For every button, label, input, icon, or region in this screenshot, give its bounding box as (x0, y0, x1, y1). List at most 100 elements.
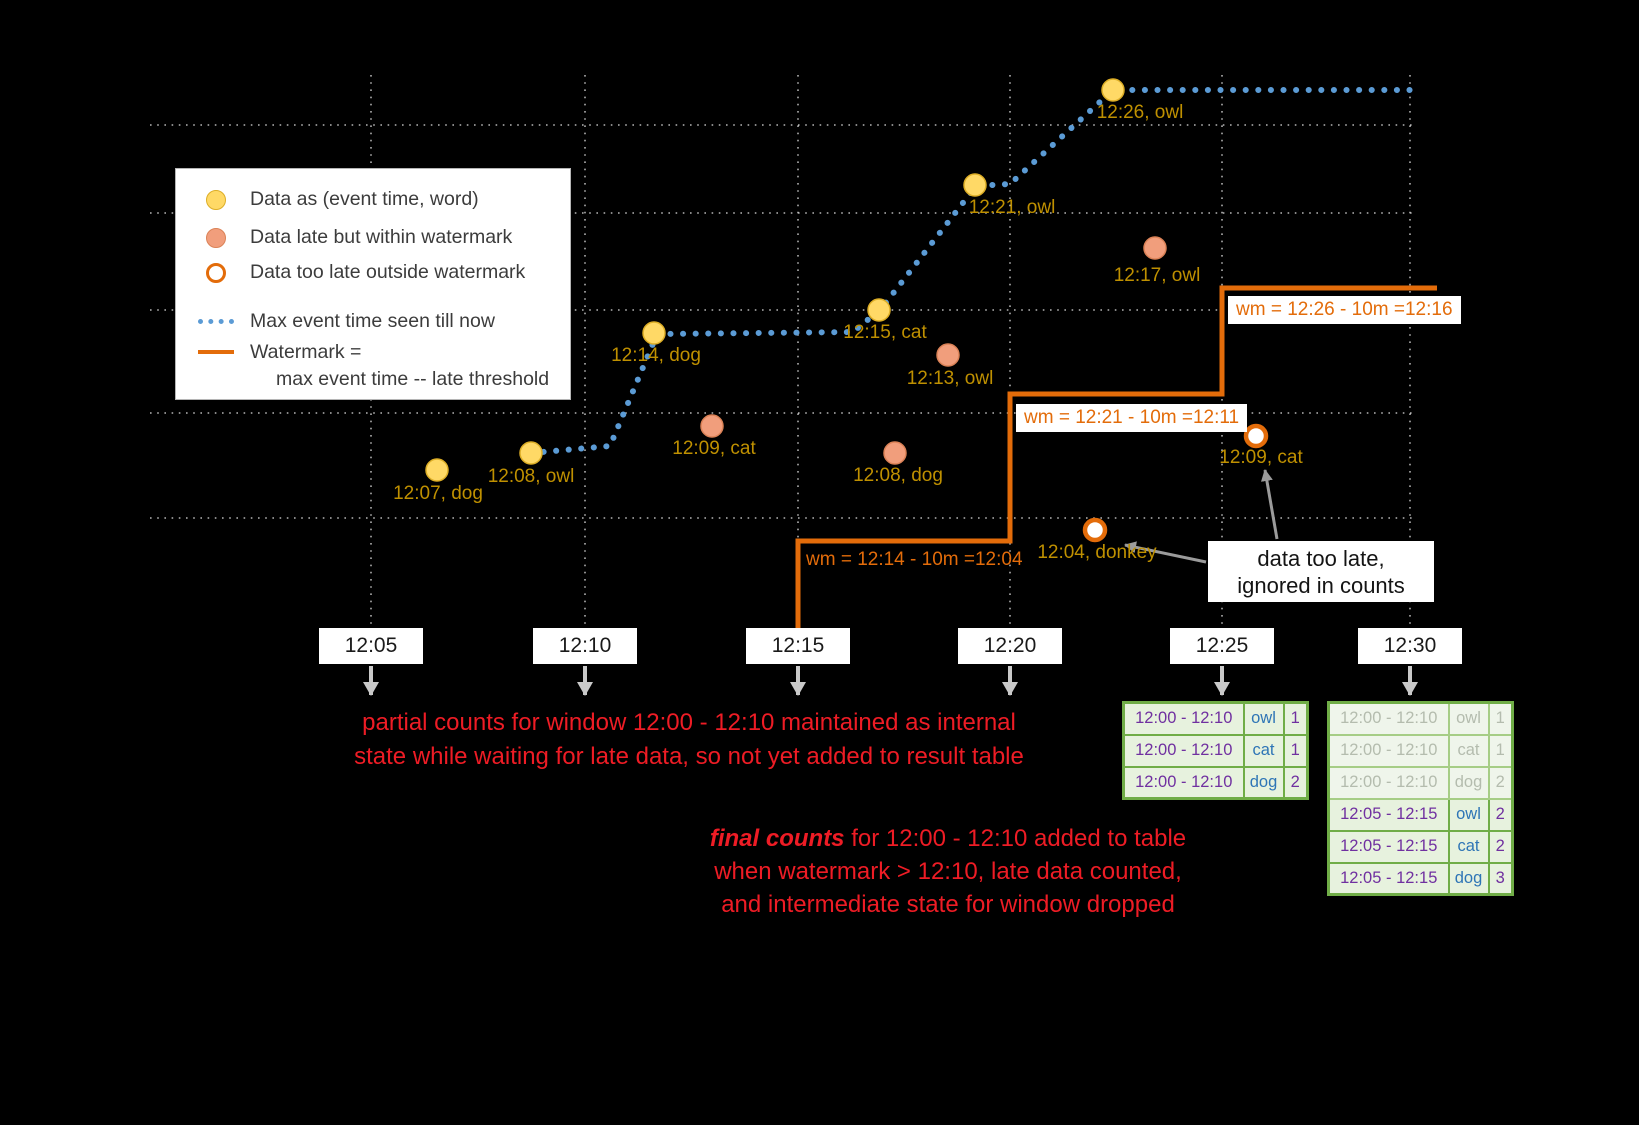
word-cell: cat (1447, 733, 1490, 768)
word-cell: dog (1242, 765, 1285, 800)
point-label: 12:26, owl (1096, 102, 1184, 123)
point-label: 12:09, cat (1219, 447, 1303, 468)
ontime-point (1101, 78, 1125, 102)
point-label: 12:08, owl (487, 466, 575, 487)
result-table-1: 12:00 - 12:10 owl 1 12:00 - 12:10 cat 1 … (1122, 701, 1309, 800)
window-cell: 12:00 - 12:10 (1327, 701, 1450, 736)
word-cell: owl (1242, 701, 1285, 736)
window-cell: 12:05 - 12:15 (1327, 861, 1450, 896)
too-late-note-line1: data too late, (1257, 545, 1385, 571)
final-counts-rest: for 12:00 - 12:10 added to table (844, 825, 1187, 852)
tick-12-20: 12:20 (958, 628, 1062, 664)
partial-counts-note: partial counts for window 12:00 - 12:10 … (308, 706, 1070, 774)
toolate-point-icon (206, 262, 226, 283)
word-cell: dog (1447, 765, 1490, 800)
table-row: 12:00 - 12:10 dog 2 (1122, 765, 1309, 800)
point-label: 12:21, owl (968, 197, 1056, 218)
late-point (700, 414, 724, 438)
final-counts-note-line2: when watermark > 12:10, late data counte… (714, 858, 1182, 885)
point-label: 12:15, cat (843, 322, 927, 343)
legend-item-label: Data late but within watermark (250, 226, 513, 248)
ontime-point (867, 298, 891, 322)
count-cell: 2 (1487, 765, 1514, 800)
late-point (883, 441, 907, 465)
watermark-label-1: wm = 12:14 - 10m =12:04 (806, 549, 1023, 570)
tick-12-25: 12:25 (1170, 628, 1274, 664)
count-cell: 1 (1487, 701, 1514, 736)
count-cell: 1 (1282, 733, 1309, 768)
table-row-faded: 12:00 - 12:10 cat 1 (1327, 733, 1514, 768)
table-row-faded: 12:00 - 12:10 owl 1 (1327, 701, 1514, 736)
count-cell: 1 (1487, 733, 1514, 768)
partial-counts-note-line2: state while waiting for late data, so no… (354, 743, 1024, 770)
table-row: 12:00 - 12:10 owl 1 (1122, 701, 1309, 736)
too-late-note-line2: ignored in counts (1237, 572, 1405, 598)
point-label: 12:13, owl (906, 368, 994, 389)
window-cell: 12:00 - 12:10 (1327, 765, 1450, 800)
legend-item-watermark-line: Watermark = max event time -- late thres… (194, 339, 549, 393)
count-cell: 2 (1487, 797, 1514, 832)
watermark-line (795, 285, 1437, 631)
window-cell: 12:00 - 12:10 (1122, 733, 1245, 768)
count-cell: 2 (1487, 829, 1514, 864)
ontime-point-icon (206, 189, 226, 210)
count-cell: 2 (1282, 765, 1309, 800)
word-cell: dog (1447, 861, 1490, 896)
final-counts-note: final counts for 12:00 - 12:10 added to … (598, 822, 1298, 921)
tick-12-30: 12:30 (1358, 628, 1462, 664)
final-counts-note-line3: and intermediate state for window droppe… (721, 891, 1175, 918)
legend-item-label: Data as (event time, word) (250, 188, 479, 210)
point-label: 12:17, owl (1113, 265, 1201, 286)
table-row: 12:05 - 12:15 dog 3 (1327, 861, 1514, 896)
point-label: 12:14, dog (611, 345, 701, 366)
partial-counts-note-line1: partial counts for window 12:00 - 12:10 … (362, 709, 1016, 736)
legend-item-max-event-line: Max event time seen till now (194, 308, 495, 335)
point-label: 12:09, cat (672, 438, 756, 459)
watermark-label-2: wm = 12:21 - 10m =12:11 (1016, 404, 1248, 432)
ontime-point (519, 441, 543, 465)
table-row: 12:05 - 12:15 owl 2 (1327, 797, 1514, 832)
watermark-label-3: wm = 12:26 - 10m =12:16 (1228, 296, 1461, 324)
window-cell: 12:05 - 12:15 (1327, 797, 1450, 832)
word-cell: cat (1447, 829, 1490, 864)
window-cell: 12:05 - 12:15 (1327, 829, 1450, 864)
word-cell: owl (1447, 797, 1490, 832)
point-label: 12:04, donkey (1037, 542, 1157, 563)
count-cell: 3 (1487, 861, 1514, 896)
legend: Data as (event time, word) Data late but… (175, 168, 571, 400)
tick-12-10: 12:10 (533, 628, 637, 664)
legend-item-toolate: Data too late outside watermark (194, 259, 525, 286)
ontime-point (963, 173, 987, 197)
late-point (936, 343, 960, 367)
ontime-point (425, 458, 449, 482)
legend-item-label: Max event time seen till now (250, 310, 495, 332)
window-cell: 12:00 - 12:10 (1327, 733, 1450, 768)
too-late-note: data too late, ignored in counts (1208, 541, 1434, 602)
word-cell: owl (1447, 701, 1490, 736)
max-event-line-sample (198, 319, 234, 324)
final-counts-lead: final counts (709, 825, 845, 852)
point-label: 12:08, dog (853, 465, 943, 486)
ontime-point (642, 321, 666, 345)
table-row: 12:05 - 12:15 cat 2 (1327, 829, 1514, 864)
legend-watermark-label-line1: Watermark = (250, 341, 362, 363)
result-table-2: 12:00 - 12:10 owl 1 12:00 - 12:10 cat 1 … (1327, 701, 1514, 896)
tick-12-15: 12:15 (746, 628, 850, 664)
toolate-point (1243, 423, 1269, 449)
late-point-icon (206, 227, 226, 248)
final-counts-note-line1: final counts for 12:00 - 12:10 added to … (598, 822, 1298, 855)
point-label: 12:07, dog (393, 483, 483, 504)
table-row: 12:00 - 12:10 cat 1 (1122, 733, 1309, 768)
window-cell: 12:00 - 12:10 (1122, 701, 1245, 736)
table-row-faded: 12:00 - 12:10 dog 2 (1327, 765, 1514, 800)
max-event-time-line (528, 87, 1417, 456)
window-cell: 12:00 - 12:10 (1122, 765, 1245, 800)
points-late (700, 236, 1167, 465)
legend-item-ontime: Data as (event time, word) (194, 186, 479, 213)
axis-arrows (363, 666, 1418, 696)
legend-watermark-label-line2: max event time -- late threshold (276, 368, 550, 390)
too-late-arrows (1124, 469, 1279, 564)
legend-item-late: Data late but within watermark (194, 224, 512, 251)
